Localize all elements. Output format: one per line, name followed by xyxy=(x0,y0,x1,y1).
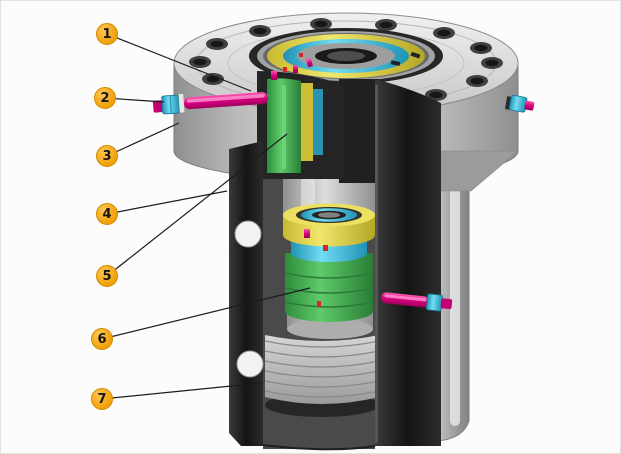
leader-line-3 xyxy=(106,122,180,157)
test-port-bolt-right xyxy=(504,94,535,113)
leader-line-4 xyxy=(106,190,228,215)
leader-line-2 xyxy=(104,97,165,103)
leader-line-5 xyxy=(106,133,288,277)
bottom-edge xyxy=(262,444,376,451)
bore-wall-section xyxy=(339,79,379,183)
threaded-casing xyxy=(264,335,380,404)
section-bar-left xyxy=(229,141,264,446)
seal-stack-upper xyxy=(257,65,345,179)
section-slab-right xyxy=(375,79,441,446)
side-outlet-hole-upper xyxy=(234,220,262,248)
flange-bolt-holes xyxy=(189,18,503,101)
seal-stack-lower xyxy=(283,203,375,322)
lock-screw-left xyxy=(152,92,268,115)
leader-line-1 xyxy=(106,33,252,92)
side-outlet-hole-lower xyxy=(236,350,264,378)
leader-line-7 xyxy=(101,382,262,400)
leader-line-6 xyxy=(101,287,311,340)
leader-lines xyxy=(101,33,311,400)
lock-screw-right xyxy=(381,292,453,312)
cutaway-interior xyxy=(263,151,380,449)
